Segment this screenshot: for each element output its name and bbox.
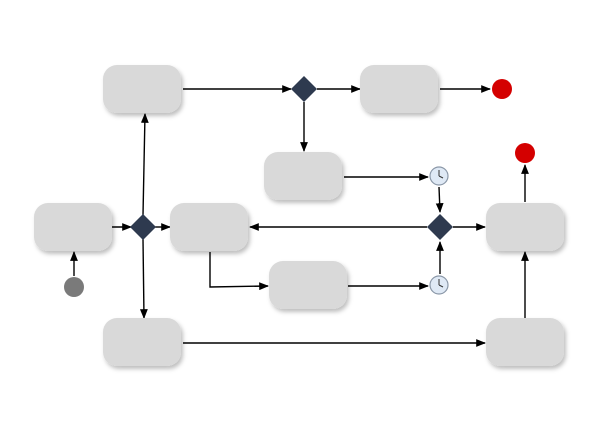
edge-gateway-left-to-task-top-left [140, 113, 149, 216]
edges [70, 85, 529, 347]
task-top-right [360, 65, 438, 113]
gateway-right [427, 214, 453, 240]
task-right [486, 203, 564, 251]
end-event-top [492, 79, 512, 99]
edge-task-center-to-task-mid-lower [209, 252, 269, 291]
timer-lower [429, 275, 449, 295]
edge-timer-upper-to-gateway-right [435, 186, 444, 213]
task-mid-upper [264, 152, 342, 200]
task-bottom-left [103, 318, 181, 366]
task-nodes [34, 65, 564, 366]
task-left [34, 203, 112, 251]
timer-upper [429, 166, 449, 186]
gateway-top [291, 76, 317, 102]
start-event [64, 277, 84, 297]
task-mid-lower [269, 261, 347, 309]
task-center [170, 203, 248, 251]
end-event-right [515, 143, 535, 163]
gateway-left [130, 214, 156, 240]
task-bottom-right [486, 318, 564, 366]
gateways [130, 76, 453, 240]
edge-gateway-left-to-task-bottom-left [139, 238, 148, 319]
task-top-left [103, 65, 181, 113]
